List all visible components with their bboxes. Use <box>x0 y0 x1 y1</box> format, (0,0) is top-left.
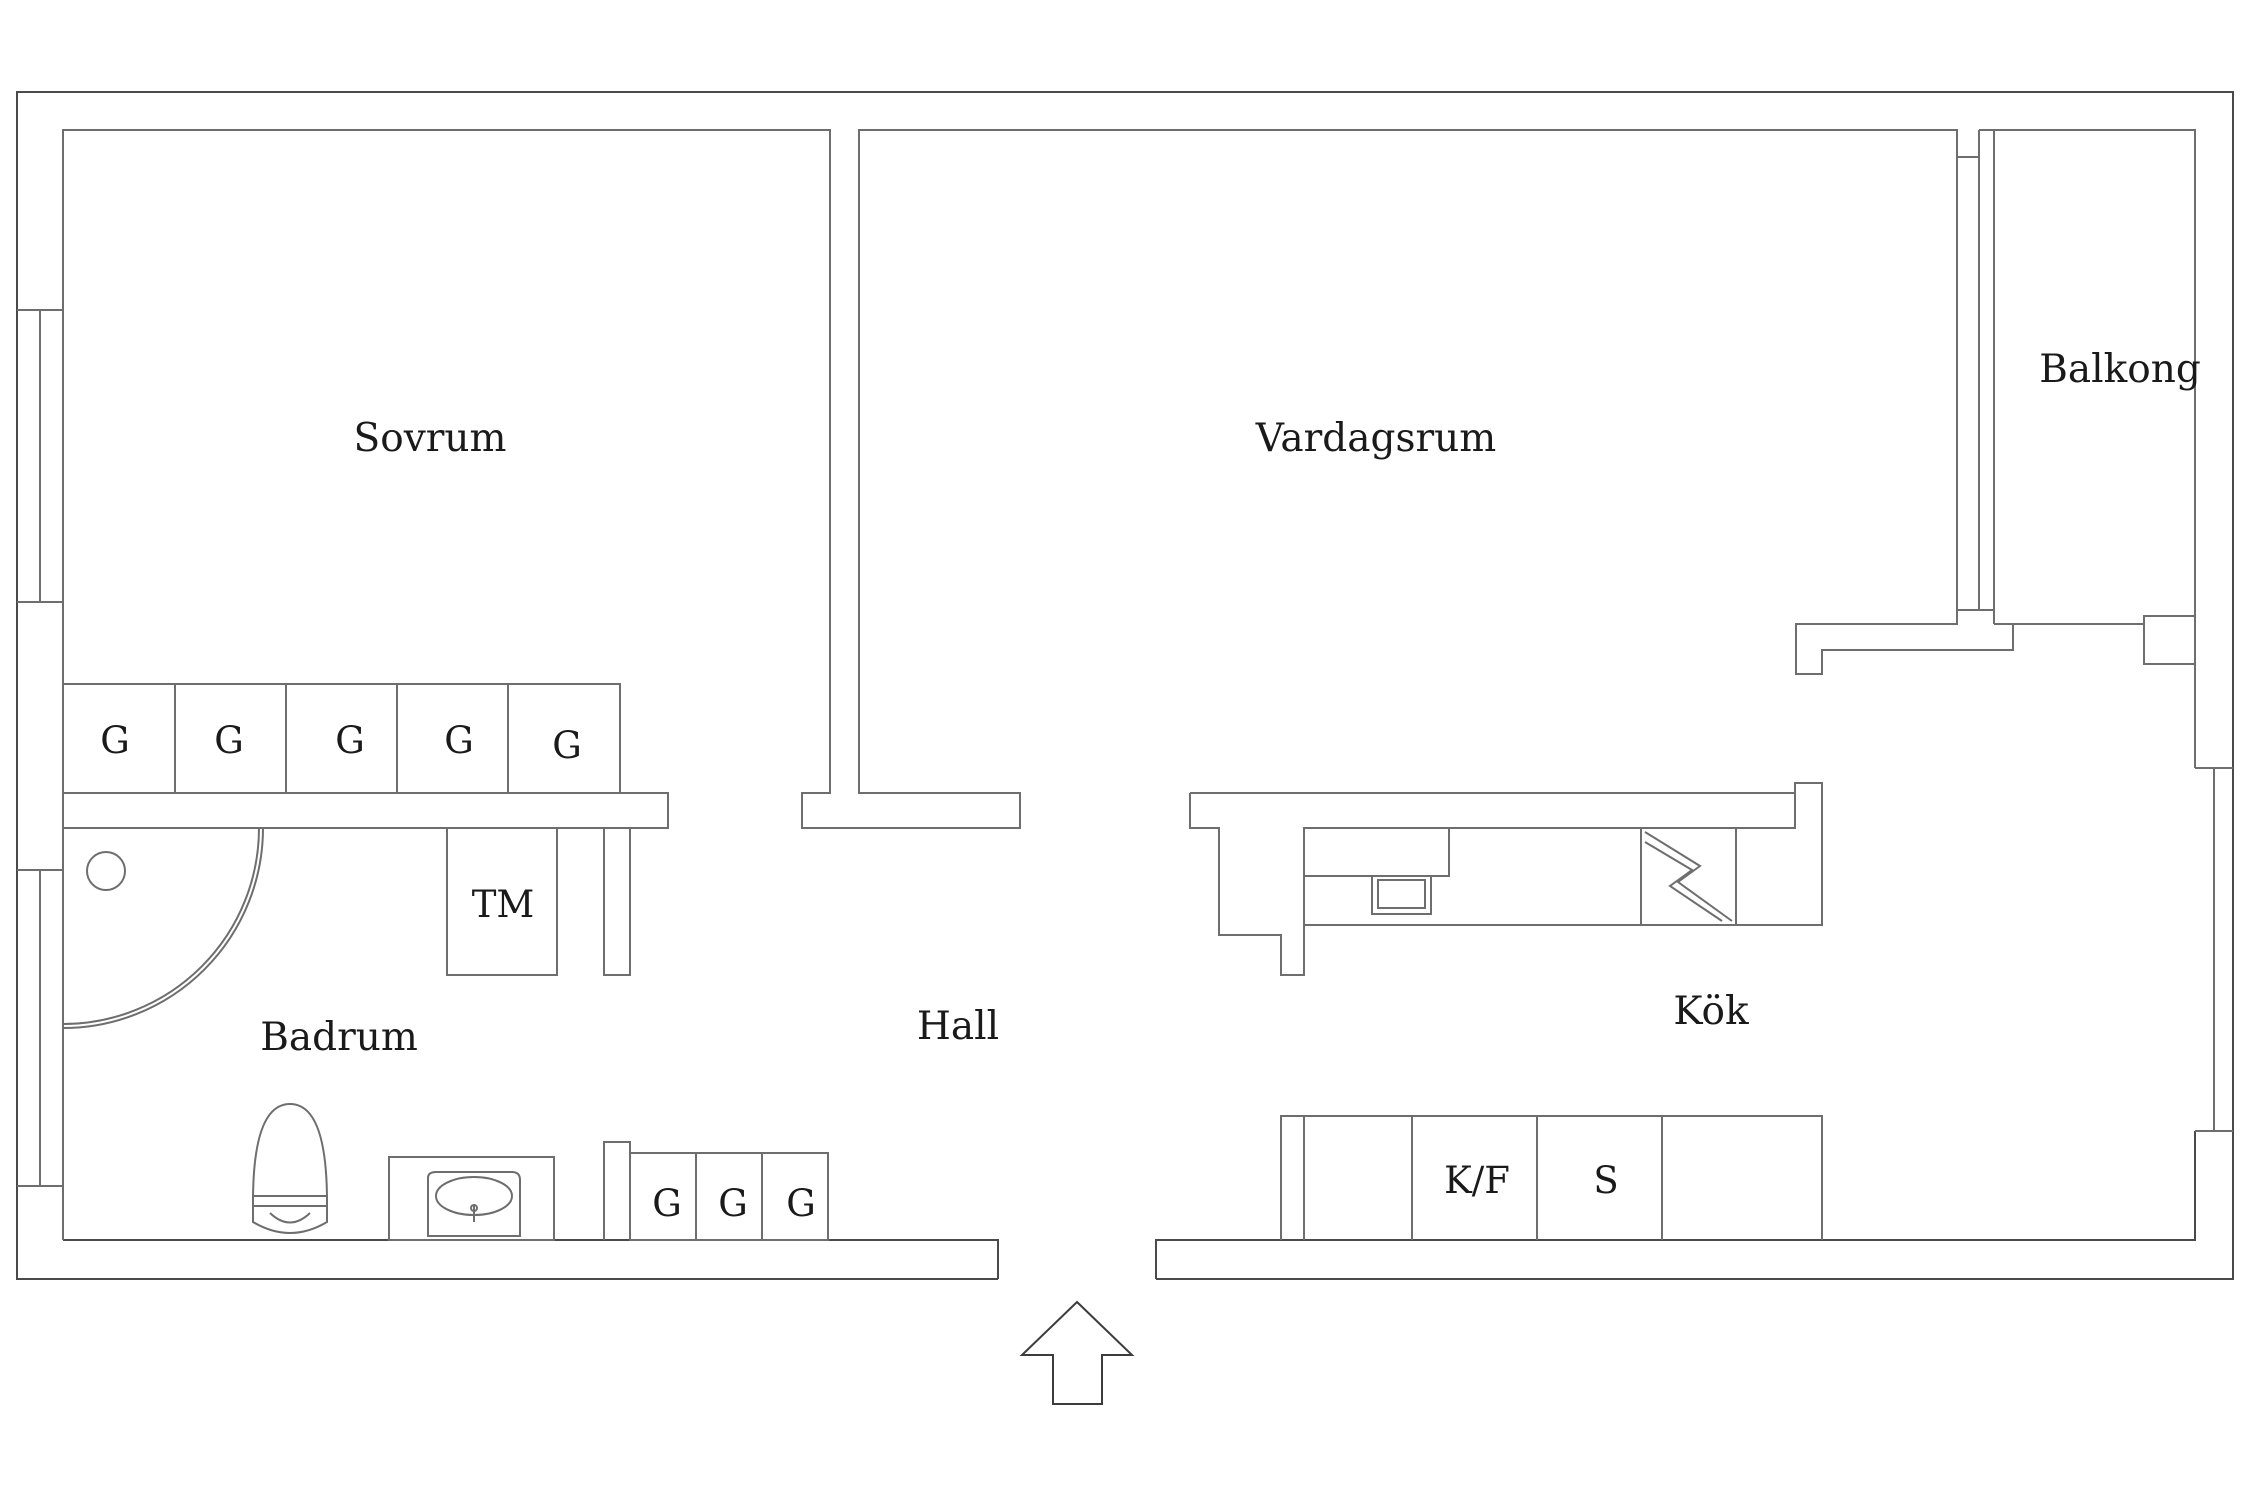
kitchen-walls <box>1189 782 1823 976</box>
kitchen-sink <box>1303 827 1450 915</box>
sovrum-walls <box>62 129 2014 1240</box>
room-label-sovrum: Sovrum <box>354 416 507 461</box>
wardrobe-label: G <box>100 719 130 762</box>
wardrobe-label: G <box>786 1182 816 1225</box>
wardrobe-label: G <box>552 724 582 767</box>
wardrobe-label: G <box>652 1182 682 1225</box>
entrance-arrow-icon <box>1019 1300 1135 1405</box>
sovrum-wardrobes <box>62 683 621 794</box>
room-label-balkong: Balkong <box>2039 347 2201 392</box>
shower-area <box>62 827 264 1029</box>
sink-cabinet <box>388 1156 555 1241</box>
left-window-top <box>17 309 63 603</box>
room-label-badrum: Badrum <box>260 1015 418 1060</box>
room-label-hall: Hall <box>917 1004 999 1049</box>
washer-label: TM <box>472 883 535 926</box>
toilet-icon <box>251 1102 329 1234</box>
kitchen-lower-cabinets <box>1280 1115 1823 1240</box>
sink-icon <box>427 1171 521 1237</box>
fridge-freezer-label: K/F <box>1444 1159 1510 1202</box>
stove-icon <box>1640 827 1737 926</box>
outer-walls <box>16 91 2234 1280</box>
balkong-area <box>1957 129 2196 768</box>
cabinet-s-label: S <box>1593 1159 1618 1202</box>
room-label-vardagsrum: Vardagsrum <box>1255 416 1496 461</box>
wardrobe-label: G <box>444 719 474 762</box>
shower-drain-icon <box>86 851 126 891</box>
left-window-bottom <box>17 869 63 1187</box>
hall-wardrobes <box>629 1152 829 1241</box>
room-label-kok: Kök <box>1673 989 1749 1034</box>
wardrobe-label: G <box>335 719 365 762</box>
wardrobe-label: G <box>214 719 244 762</box>
washer-unit <box>446 827 558 976</box>
right-window <box>2194 616 2233 1132</box>
wardrobe-label: G <box>718 1182 748 1225</box>
